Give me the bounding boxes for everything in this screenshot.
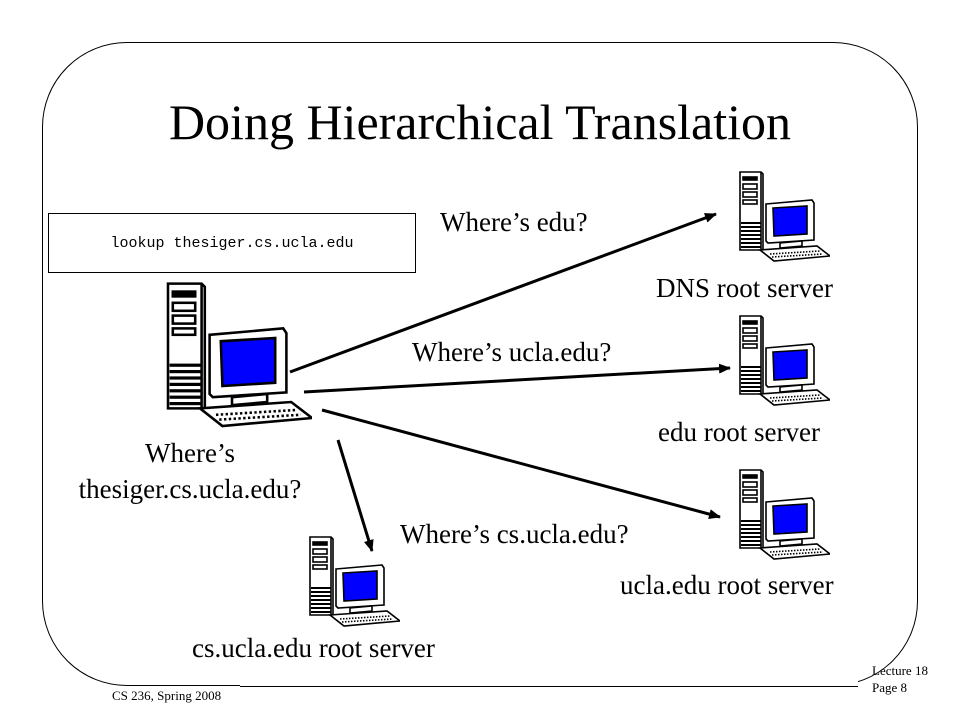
ucla-edu-root-server-computer-icon xyxy=(730,468,833,565)
server-label-ucla-edu-root: ucla.edu root server xyxy=(620,570,834,600)
footer-lecture: Lecture 18 xyxy=(872,663,928,678)
slide-title: Doing Hierarchical Translation xyxy=(168,94,792,150)
client-question: Where’s thesiger.cs.ucla.edu? xyxy=(30,437,350,505)
lookup-command-text: lookup thesiger.cs.ucla.edu xyxy=(110,234,354,252)
server-label-dns-root: DNS root server xyxy=(656,273,833,303)
client-question-line2: thesiger.cs.ucla.edu? xyxy=(78,474,302,504)
server-label-cs-ucla-edu: cs.ucla.edu root server xyxy=(192,633,435,663)
query-label-ucla-edu: Where’s ucla.edu? xyxy=(412,337,612,367)
arrow-to-edu-root xyxy=(303,363,731,394)
footer-page: Page 8 xyxy=(872,680,908,695)
footer-line xyxy=(240,686,858,687)
arrow-to-cs-ucla xyxy=(336,439,374,552)
arrow-to-dns-root xyxy=(289,212,717,374)
arrow-to-ucla-root xyxy=(321,408,721,519)
query-label-cs-ucla-edu: Where’s cs.ucla.edu? xyxy=(400,519,629,549)
query-label-edu: Where’s edu? xyxy=(440,207,588,237)
client-computer-icon xyxy=(152,280,316,433)
client-question-line1: Where’s xyxy=(145,438,235,468)
server-label-edu-root: edu root server xyxy=(658,417,820,447)
cs-ucla-edu-server-computer-icon xyxy=(300,535,403,632)
footer-course: CS 236, Spring 2008 xyxy=(112,688,222,703)
dns-root-server-computer-icon xyxy=(730,170,833,267)
lookup-command-box: lookup thesiger.cs.ucla.edu xyxy=(48,213,416,273)
edu-root-server-computer-icon xyxy=(730,314,833,411)
